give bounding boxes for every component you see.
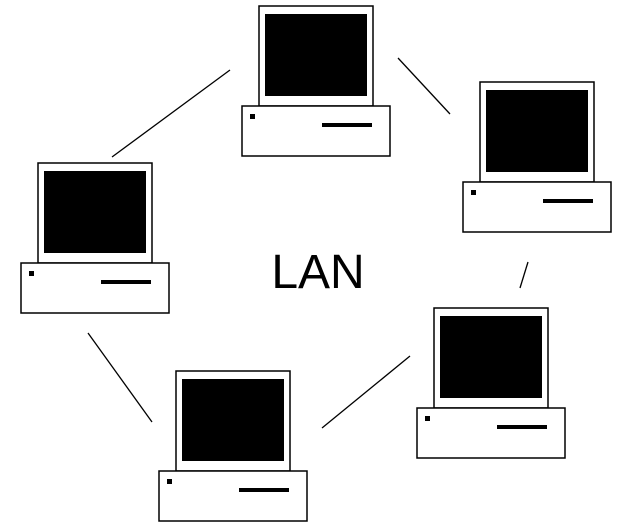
desktop-computer-icon bbox=[158, 370, 308, 522]
computer-top bbox=[241, 5, 391, 157]
computer-right-lower bbox=[416, 307, 566, 459]
lan-label: LAN bbox=[271, 246, 364, 299]
desktop-computer-icon bbox=[416, 307, 566, 459]
computer-bottom bbox=[158, 370, 308, 522]
link-right-upper-to-right-lower bbox=[519, 261, 529, 289]
computer-right-upper bbox=[462, 81, 612, 233]
link-left-to-top bbox=[111, 69, 231, 158]
link-right-lower-to-bottom bbox=[321, 355, 411, 429]
desktop-computer-icon bbox=[462, 81, 612, 233]
network-links bbox=[87, 57, 529, 429]
link-bottom-to-left bbox=[87, 332, 153, 423]
desktop-computer-icon bbox=[20, 162, 170, 314]
desktop-computer-icon bbox=[241, 5, 391, 157]
link-top-to-right-upper bbox=[397, 57, 451, 115]
computer-left bbox=[20, 162, 170, 314]
